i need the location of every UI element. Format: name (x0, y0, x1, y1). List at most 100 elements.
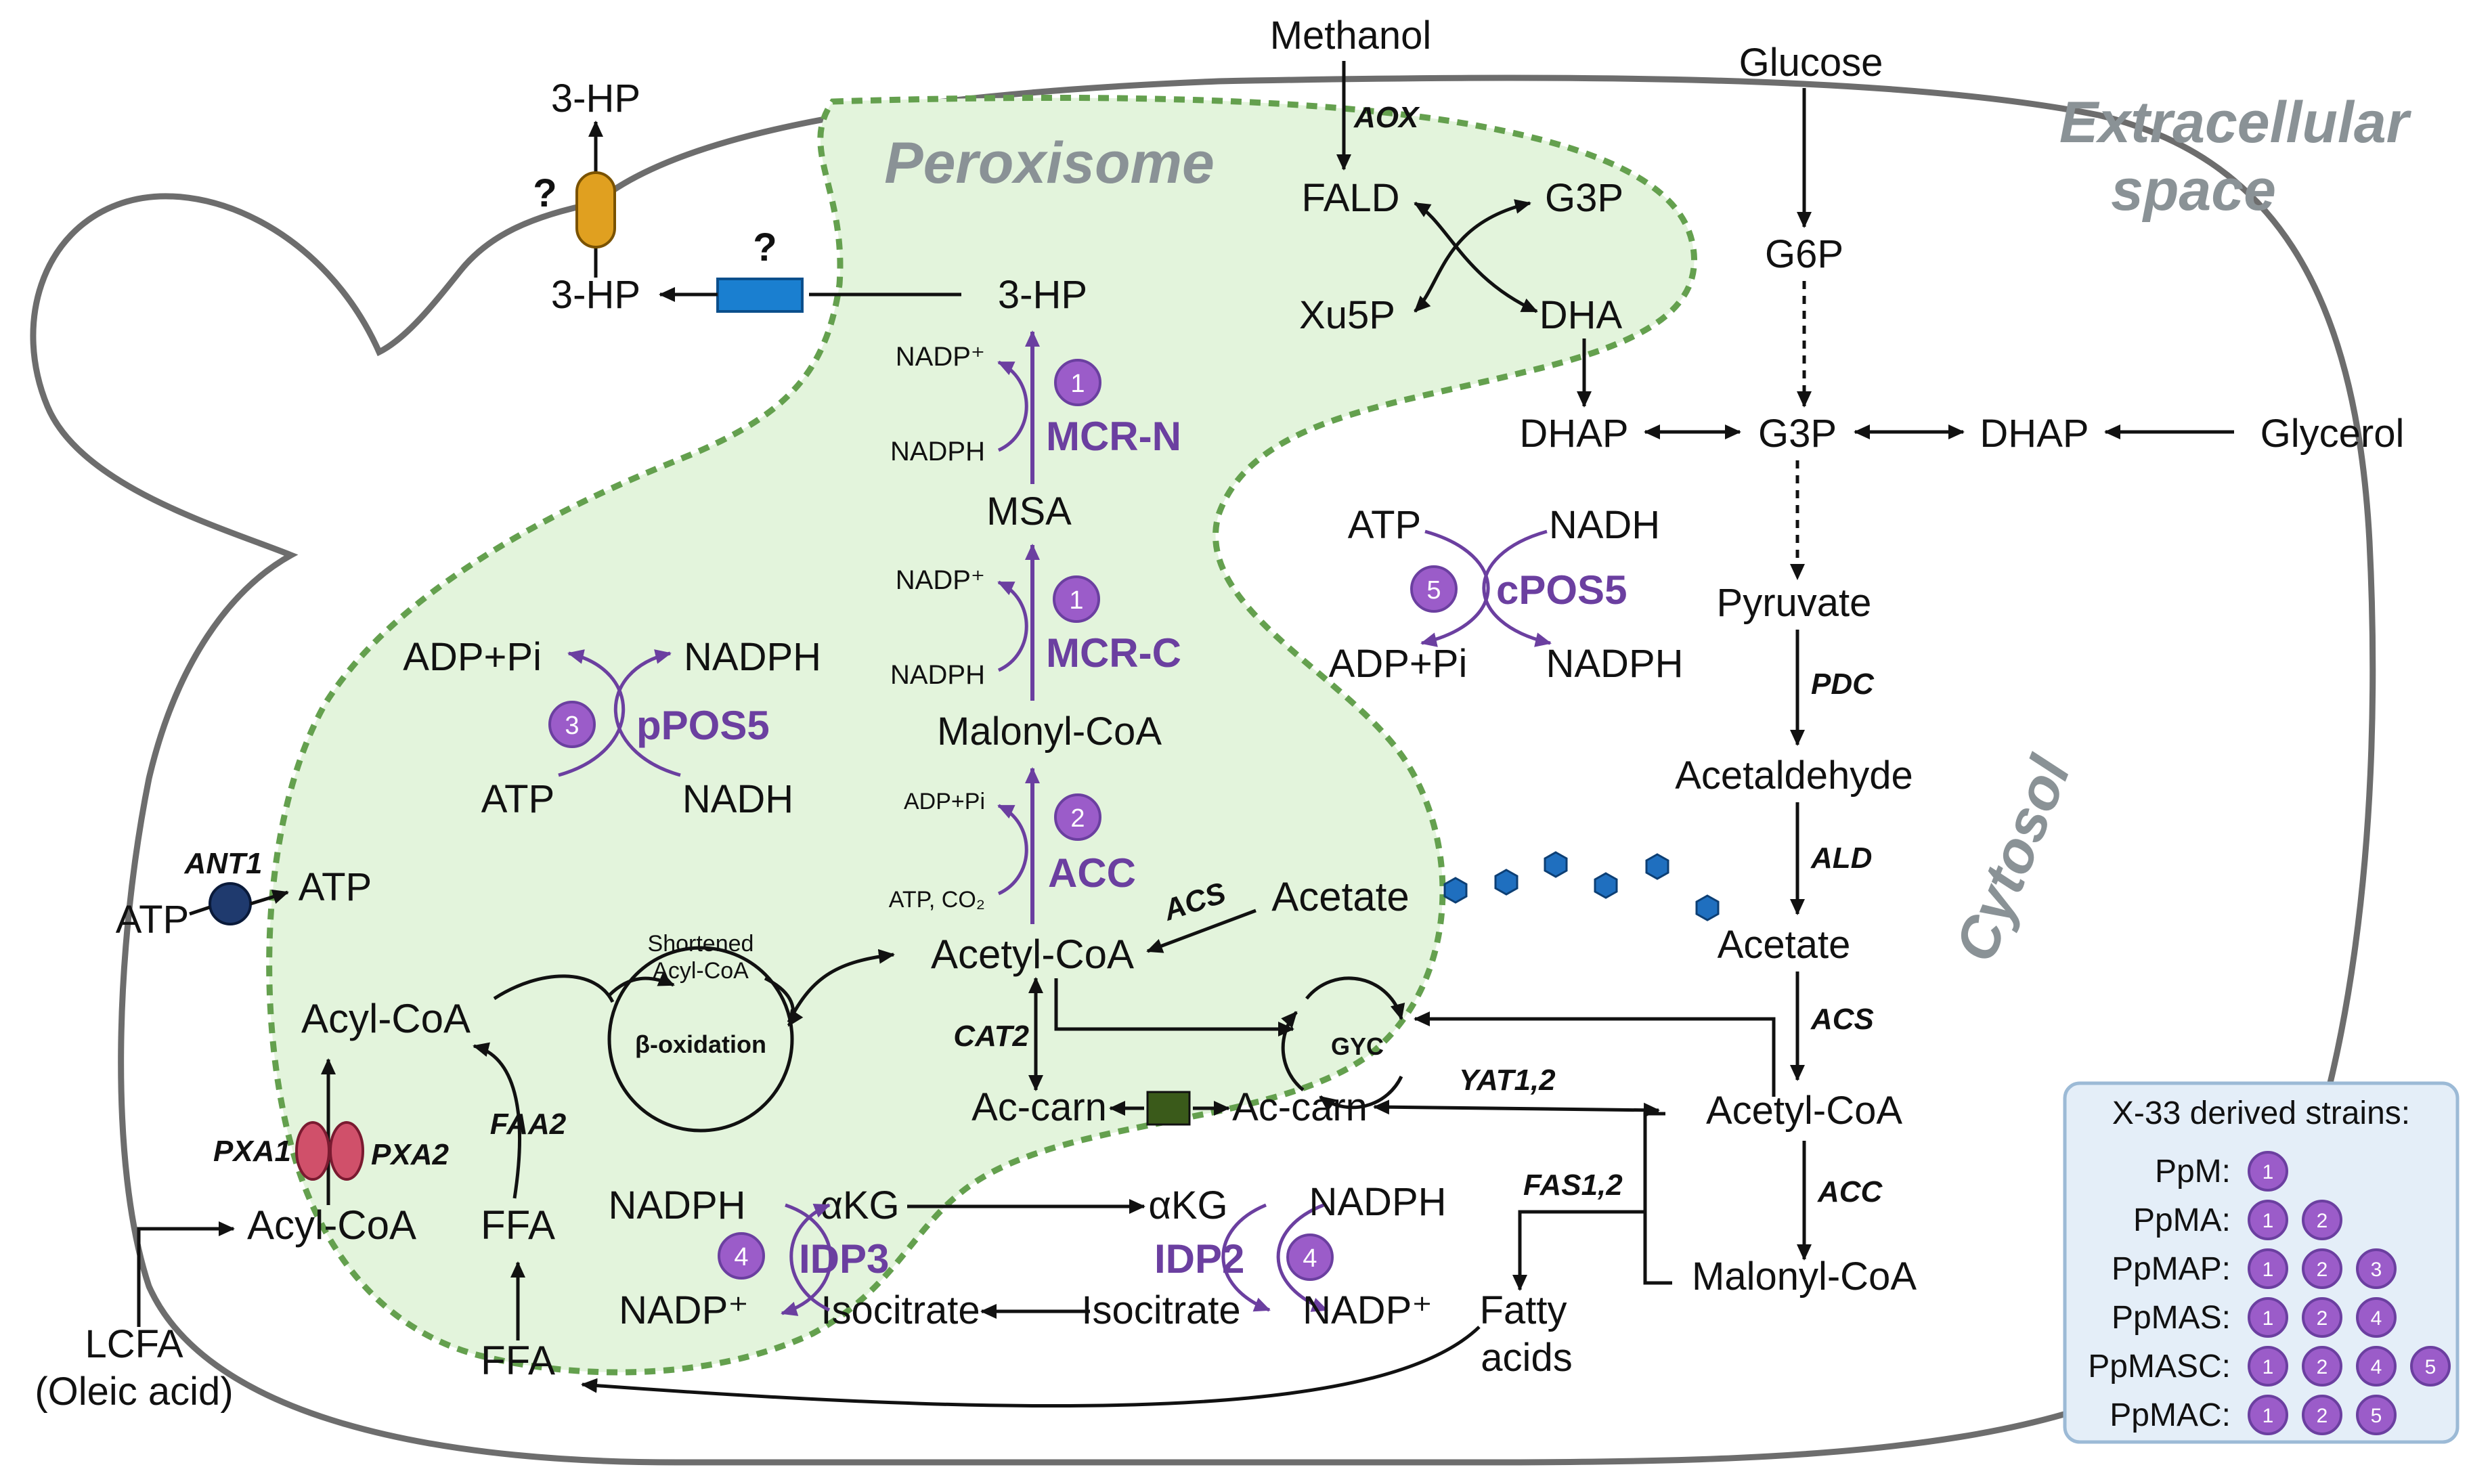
glycerol: Glycerol (2260, 412, 2405, 456)
legend-mod-badge (2302, 1200, 2342, 1240)
mcrc-nadph: NADPH (890, 660, 985, 690)
legend-mod-num: 1 (2263, 1405, 2274, 1427)
arrow-acetylcoa-cyto-to-gyc (1414, 1011, 1776, 1097)
enzyme-pxa1: PXA1 (213, 1135, 291, 1168)
idp2-nadp: NADP⁺ (1303, 1288, 1433, 1332)
arrow-ffa-to-acylcoa-perox (473, 1042, 521, 1199)
idp2-mod-num: 4 (1303, 1244, 1317, 1273)
cpos5-mod-badge (1410, 565, 1458, 613)
legend-mod-num: 5 (2425, 1356, 2437, 1378)
cpos5-atp: ATP (1348, 503, 1422, 547)
enzyme-aox: AOX (1353, 101, 1420, 134)
legend-mod-badge (2248, 1151, 2288, 1192)
accarn-peroxisome: Ac-carn (971, 1085, 1107, 1129)
enzyme-acs-cytosol: ACS (1810, 1003, 1874, 1036)
fatty-acids-line2: acids (1481, 1336, 1572, 1380)
gyc-label: GYC (1331, 1032, 1384, 1060)
beta-oxidation-cycle (607, 946, 794, 1133)
isocitrate-cytosol: Isocitrate (1081, 1288, 1240, 1332)
enzyme-acc-cytosol: ACC (1817, 1175, 1883, 1208)
ppos5-nadh: NADH (682, 777, 793, 821)
shortened-acylcoa-line1: Shortened (648, 931, 754, 957)
cpos5-arc-right (1482, 529, 1552, 647)
legend-mod-num: 1 (2263, 1356, 2274, 1378)
acetaldehyde: Acetaldehyde (1675, 754, 1913, 798)
acc-adppi: ADP+Pi (904, 789, 985, 814)
idp3-label: IDP3 (799, 1236, 889, 1282)
pyruvate: Pyruvate (1717, 581, 1872, 625)
beta-oxidation-label: β-oxidation (635, 1030, 766, 1058)
idp3-mod-badge (718, 1232, 765, 1280)
arrow-acetate-acetylcoa-perox (1146, 909, 1257, 953)
mcrn-cofactor-arc (997, 360, 1028, 452)
arrow-beta-to-acetylcoa (787, 948, 895, 1024)
mcrn-mod-num: 1 (1070, 370, 1085, 398)
arrow-lcfa-acylcoa (137, 1221, 235, 1327)
isocitrate-peroxisome: Isocitrate (821, 1288, 980, 1332)
legend-mod-num: 1 (2263, 1259, 2274, 1281)
vesicle (1645, 853, 1669, 880)
legend-mod-num: 4 (2371, 1356, 2382, 1378)
legend-mod-badge (2410, 1346, 2451, 1387)
3hp-extracellular: 3-HP (551, 77, 640, 121)
acc-mod-badge (1054, 793, 1101, 841)
akg-peroxisome: αKG (820, 1183, 899, 1227)
methanol: Methanol (1270, 14, 1432, 58)
akg-cytosol: αKG (1148, 1183, 1227, 1227)
lcfa-line2: (Oleic acid) (35, 1370, 233, 1414)
transporter-blue (716, 278, 804, 313)
idp3-nadp: NADP⁺ (619, 1288, 749, 1332)
transporter-orange (575, 171, 616, 248)
cpos5-nadph: NADPH (1546, 642, 1683, 686)
arrow-fas-to-fatty-acids (1512, 1210, 1645, 1291)
arrow-fas-bracket (1643, 1112, 1672, 1285)
vesicle (1695, 894, 1720, 921)
g3p-top: G3P (1545, 176, 1623, 220)
acetate-vesicles (1443, 851, 1720, 921)
legend-mod-num: 1 (2263, 1210, 2274, 1232)
legend-title: X-33 derived strains: (2112, 1095, 2410, 1131)
idp3-arc-left (781, 1203, 833, 1316)
legend-mod-badge (2248, 1248, 2288, 1289)
legend-mod-badge (2356, 1248, 2397, 1289)
shortened-acylcoa-line2: Acyl-CoA (653, 958, 749, 984)
idp3-nadph: NADPH (608, 1183, 745, 1227)
xu5p: Xu5P (1299, 293, 1395, 337)
vesicle (1544, 851, 1568, 878)
vesicle (1494, 869, 1518, 896)
malonylcoa-peroxisome: Malonyl-CoA (937, 710, 1162, 754)
pxa1-transporter (295, 1121, 330, 1181)
legend-mod-num: 3 (2371, 1259, 2382, 1281)
idp2-label: IDP2 (1154, 1236, 1244, 1282)
gyc-cycle: GYC (1281, 976, 1405, 1112)
mcrc-cofactor-arc (997, 580, 1028, 672)
enzyme-pdc: PDC (1811, 668, 1875, 701)
dhap-left: DHAP (1519, 412, 1628, 456)
ant1-transporter (209, 882, 252, 925)
cpos5-nadh: NADH (1549, 503, 1660, 547)
ppos5-mod-badge (548, 701, 596, 748)
ppos5-arc-right (613, 649, 681, 777)
fatty-acids-line1: Fatty (1480, 1288, 1567, 1332)
acylcoa-cytosol: Acyl-CoA (247, 1202, 416, 1248)
ppos5-mod-num: 3 (565, 712, 579, 740)
legend-mod-num: 5 (2371, 1405, 2382, 1427)
mcrc-label: MCR-C (1046, 630, 1181, 676)
mcrn-label: MCR-N (1046, 414, 1181, 459)
enzyme-cat2: CAT2 (953, 1020, 1029, 1053)
legend-mod-num: 4 (2371, 1307, 2382, 1330)
legend-mod-num: 2 (2317, 1210, 2328, 1232)
arrow-fatty-acids-ffa (581, 1326, 1481, 1408)
ffa-bottom: FFA (481, 1338, 555, 1383)
acetylcoa-to-accarn-label-yat: YAT1,2 (1459, 1064, 1556, 1097)
mcrn-nadph: NADPH (890, 437, 985, 466)
carnitine-carrier (1146, 1091, 1191, 1126)
ppos5-atp: ATP (481, 777, 555, 821)
extracellular-label-line2: space (2111, 158, 2276, 223)
acetate-peroxisome: Acetate (1271, 874, 1409, 919)
legend-mod-badge (2356, 1346, 2397, 1387)
mcrc-mod-num: 1 (1069, 586, 1083, 615)
legend-strain-name: PpMAC: (2110, 1397, 2231, 1433)
